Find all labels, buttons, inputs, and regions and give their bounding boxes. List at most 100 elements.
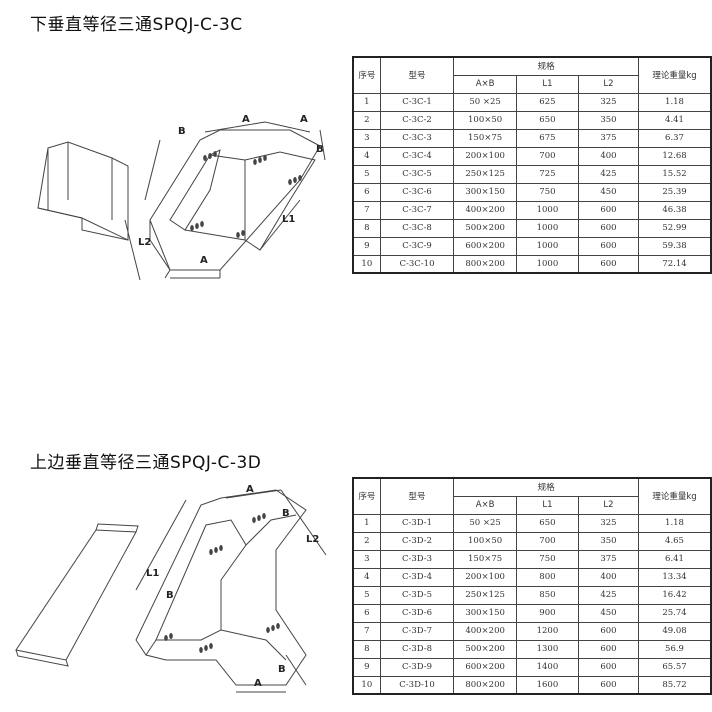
table-cell-ab: 200×100 (453, 146, 517, 166)
table-cell-l2: 325 (577, 513, 640, 533)
table-cell-model: C-3C-4 (379, 146, 455, 166)
table-cell-model: C-3D-10 (379, 675, 455, 695)
table-cell-model: C-3C-3 (379, 128, 455, 148)
table-cell-n: 10 (352, 675, 381, 695)
dim-l2: L2 (306, 534, 319, 545)
table-cell-w: 12.68 (638, 146, 712, 166)
table-cell-w: 85.72 (638, 675, 712, 695)
table-cell-w: 1.18 (638, 513, 712, 533)
table-cell-n: 6 (352, 182, 381, 202)
table-cell-model: C-3D-8 (379, 639, 455, 659)
table-cell-l1: 625 (515, 92, 579, 112)
header-index: 序号 (352, 477, 381, 515)
table-cell-model: C-3D-2 (379, 531, 455, 551)
table-cell-l2: 425 (577, 585, 640, 605)
tee-3d-drawing: A B B B L1 L2 A (15, 484, 327, 693)
table-cell-model: C-3D-1 (379, 513, 455, 533)
dim-b-left: B (178, 126, 186, 137)
table-cell-ab: 400×200 (453, 621, 517, 641)
header-index: 序号 (352, 56, 381, 94)
table-cell-model: C-3C-6 (379, 182, 455, 202)
section-title-3c: 下垂直等径三通SPQJ-C-3C (30, 15, 243, 35)
table-cell-ab: 50 ×25 (453, 513, 517, 533)
table-cell-l1: 1200 (515, 621, 579, 641)
table-cell-w: 4.41 (638, 110, 712, 130)
header-weight: 理论重量kg (638, 56, 712, 94)
table-cell-l2: 450 (577, 603, 640, 623)
table-cell-n: 5 (352, 585, 381, 605)
table-cell-n: 4 (352, 567, 381, 587)
table-cell-ab: 500×200 (453, 639, 517, 659)
table-cell-l2: 600 (577, 236, 640, 256)
table-cell-n: 5 (352, 164, 381, 184)
table-cell-w: 72.14 (638, 254, 712, 274)
table-cell-ab: 300×150 (453, 182, 517, 202)
table-cell-w: 4.65 (638, 531, 712, 551)
table-cell-model: C-3C-8 (379, 218, 455, 238)
table-cell-l2: 600 (577, 254, 640, 274)
table-cell-l1: 750 (515, 549, 579, 569)
table-cell-l2: 600 (577, 657, 640, 677)
table-cell-l2: 350 (577, 531, 640, 551)
table-cell-l1: 1000 (515, 236, 579, 256)
header-l2: L2 (577, 495, 640, 515)
table-cell-n: 2 (352, 110, 381, 130)
table-cell-model: C-3D-9 (379, 657, 455, 677)
table-cell-model: C-3D-7 (379, 621, 455, 641)
table-cell-ab: 100×50 (453, 110, 517, 130)
table-cell-n: 9 (352, 236, 381, 256)
table-cell-model: C-3D-4 (379, 567, 455, 587)
table-cell-l2: 600 (577, 639, 640, 659)
table-cell-w: 6.41 (638, 549, 712, 569)
table-cell-n: 8 (352, 639, 381, 659)
table-cell-l1: 750 (515, 182, 579, 202)
table-cell-n: 1 (352, 92, 381, 112)
table-cell-n: 8 (352, 218, 381, 238)
table-cell-ab: 250×125 (453, 585, 517, 605)
table-cell-l1: 725 (515, 164, 579, 184)
table-cell-l1: 650 (515, 110, 579, 130)
table-cell-l1: 700 (515, 146, 579, 166)
table-cell-ab: 150×75 (453, 549, 517, 569)
table-cell-model: C-3D-5 (379, 585, 455, 605)
table-cell-n: 9 (352, 657, 381, 677)
table-cell-ab: 400×200 (453, 200, 517, 220)
table-cell-n: 6 (352, 603, 381, 623)
table-cell-l1: 1000 (515, 200, 579, 220)
dim-l1: L1 (146, 568, 159, 579)
table-cell-w: 15.52 (638, 164, 712, 184)
table-cell-n: 7 (352, 200, 381, 220)
table-cell-l1: 650 (515, 513, 579, 533)
table-cell-w: 59.38 (638, 236, 712, 256)
table-cell-w: 25.39 (638, 182, 712, 202)
table-cell-l2: 325 (577, 92, 640, 112)
dim-a-top: A (246, 484, 254, 495)
table-cell-w: 46.38 (638, 200, 712, 220)
table-cell-w: 52.99 (638, 218, 712, 238)
table-cell-model: C-3C-2 (379, 110, 455, 130)
table-cell-l2: 425 (577, 164, 640, 184)
table-cell-model: C-3C-7 (379, 200, 455, 220)
table-cell-ab: 600×200 (453, 657, 517, 677)
table-cell-n: 2 (352, 531, 381, 551)
table-cell-l1: 1600 (515, 675, 579, 695)
table-cell-model: C-3C-1 (379, 92, 455, 112)
table-cell-n: 4 (352, 146, 381, 166)
table-cell-l1: 1300 (515, 639, 579, 659)
table-cell-l1: 850 (515, 585, 579, 605)
